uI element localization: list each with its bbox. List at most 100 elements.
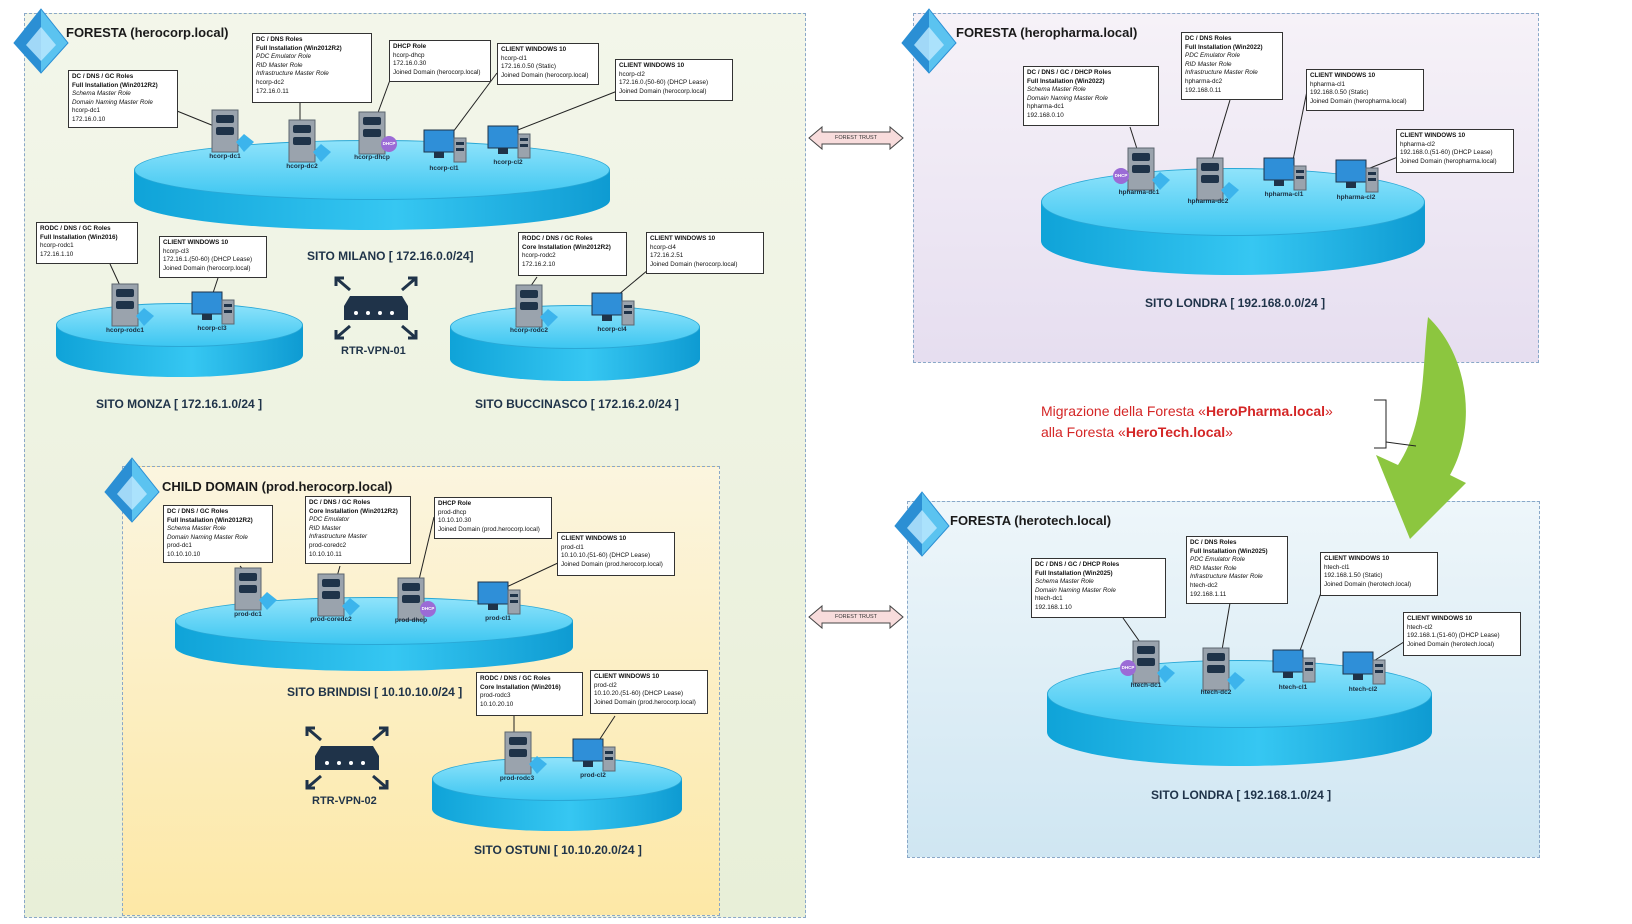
forest-title-child: CHILD DOMAIN (prod.herocorp.local) [162, 479, 393, 494]
site-label-londra-1: SITO LONDRA [ 192.168.1.0/24 ] [1151, 788, 1332, 802]
forest-trust-label: FOREST TRUST [835, 614, 877, 620]
client-pc-icon [1342, 651, 1386, 685]
server-icon [234, 567, 277, 611]
site-disk-ostuni [432, 757, 682, 831]
router-icon [334, 276, 418, 340]
forest-icon [104, 457, 160, 523]
server-icon [397, 577, 425, 621]
router-label-1: RTR-VPN-01 [341, 345, 406, 357]
device-label: hpharma-dc2 [1187, 198, 1229, 205]
server-icon [211, 109, 254, 153]
client-pc-icon [423, 129, 467, 163]
server-icon [1202, 647, 1245, 691]
site-disk-monza [56, 303, 303, 377]
device-label: hcorp-cl4 [597, 326, 627, 333]
migration-note: Migrazione della Foresta «HeroPharma.loc… [1041, 401, 1333, 443]
migration-line-1: Migrazione della Foresta «HeroPharma.loc… [1041, 403, 1333, 419]
dhcp-badge-icon: DHCP [1113, 168, 1129, 184]
forest-title-herocorp: FORESTA (herocorp.local) [66, 25, 229, 40]
device-label: htech-cl2 [1348, 686, 1378, 693]
forest-trust-label: FOREST TRUST [835, 135, 877, 141]
forest-icon [13, 8, 69, 74]
device-label: hcorp-dc2 [286, 163, 318, 170]
device-label: hcorp-rodc1 [106, 327, 144, 334]
device-label: hpharma-cl1 [1264, 191, 1304, 198]
forest-icon [894, 491, 950, 557]
client-pc-icon [1272, 649, 1316, 683]
server-icon [317, 573, 360, 617]
server-icon [504, 731, 547, 775]
forest-icon [901, 8, 957, 74]
device-label: prod-dc1 [234, 611, 262, 618]
server-icon [358, 111, 386, 155]
site-disk-brindisi [175, 597, 573, 671]
device-label: hcorp-dc1 [209, 153, 241, 160]
device-label: prod-dhcp [394, 617, 428, 624]
device-label: htech-cl1 [1278, 684, 1308, 691]
site-label-buccinasco: SITO BUCCINASCO [ 172.16.2.0/24 ] [475, 397, 679, 411]
device-label: prod-cl2 [580, 772, 606, 779]
client-pc-icon [487, 125, 531, 159]
device-label: prod-rodc3 [499, 775, 535, 782]
client-pc-icon [1335, 159, 1379, 193]
server-icon [1132, 640, 1175, 684]
device-label: htech-dc2 [1200, 689, 1232, 696]
device-label: hpharma-cl2 [1336, 194, 1376, 201]
server-icon [1127, 147, 1170, 191]
device-label: htech-dc1 [1130, 682, 1162, 689]
dhcp-badge-icon: DHCP [420, 601, 436, 617]
site-disk-buccinasco [450, 305, 700, 381]
device-label: hcorp-cl3 [197, 325, 227, 332]
forest-title-herotech: FORESTA (herotech.local) [950, 513, 1112, 528]
router-label-2: RTR-VPN-02 [312, 795, 377, 807]
device-label: prod-coredc2 [310, 616, 352, 623]
server-icon [111, 283, 154, 327]
client-pc-icon [591, 292, 635, 326]
device-label: hcorp-dhcp [354, 154, 390, 161]
device-label: prod-cl1 [485, 615, 511, 622]
server-icon [515, 284, 558, 328]
server-icon [288, 119, 331, 163]
site-label-ostuni: SITO OSTUNI [ 10.10.20.0/24 ] [474, 843, 642, 857]
site-disk-milano [134, 140, 610, 230]
site-label-monza: SITO MONZA [ 172.16.1.0/24 ] [96, 397, 263, 411]
server-icon [1196, 157, 1239, 201]
client-pc-icon [1263, 157, 1307, 191]
device-label: hcorp-cl2 [493, 159, 523, 166]
migration-arrow [1376, 317, 1466, 539]
device-label: hcorp-cl1 [429, 165, 459, 172]
site-label-milano: SITO MILANO [ 172.16.0.0/24] [307, 249, 474, 263]
forest-title-heropharma: FORESTA (heropharma.local) [956, 25, 1138, 40]
router-icon [305, 726, 389, 790]
device-label: hcorp-rodc2 [510, 327, 548, 334]
forest-trust-arrow [808, 125, 904, 151]
client-pc-icon [191, 291, 235, 325]
site-label-brindisi: SITO BRINDISI [ 10.10.10.0/24 ] [287, 685, 463, 699]
dhcp-badge-icon: DHCP [1120, 660, 1136, 676]
migration-bracket [1374, 399, 1417, 449]
client-pc-icon [572, 738, 616, 772]
client-pc-icon [477, 581, 521, 615]
